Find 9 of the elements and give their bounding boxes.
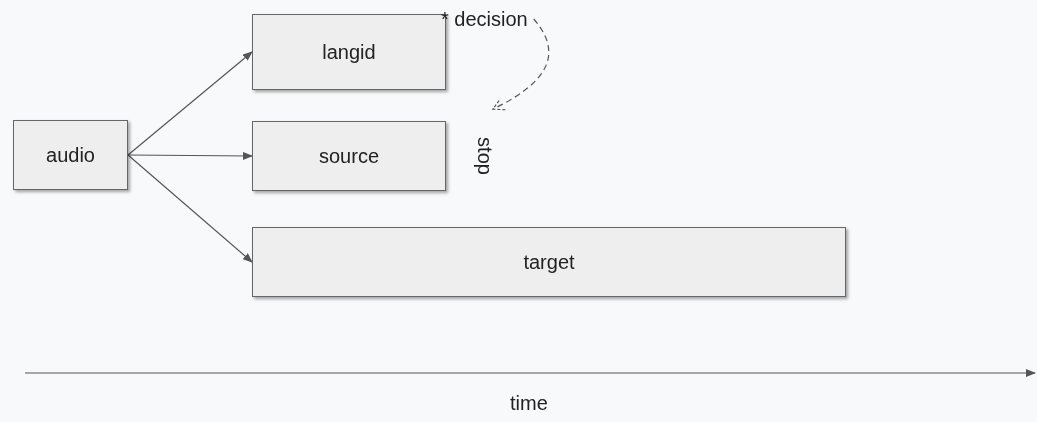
process-box: audio	[13, 120, 128, 190]
arrow	[127, 154, 253, 263]
dashed-arrow	[492, 18, 550, 110]
process-box: target	[252, 227, 846, 297]
axis-label: time	[510, 392, 548, 415]
annotation-text: stop	[474, 137, 495, 175]
process-box: source	[252, 121, 446, 191]
arrow	[127, 51, 253, 156]
arrow	[127, 151, 253, 160]
